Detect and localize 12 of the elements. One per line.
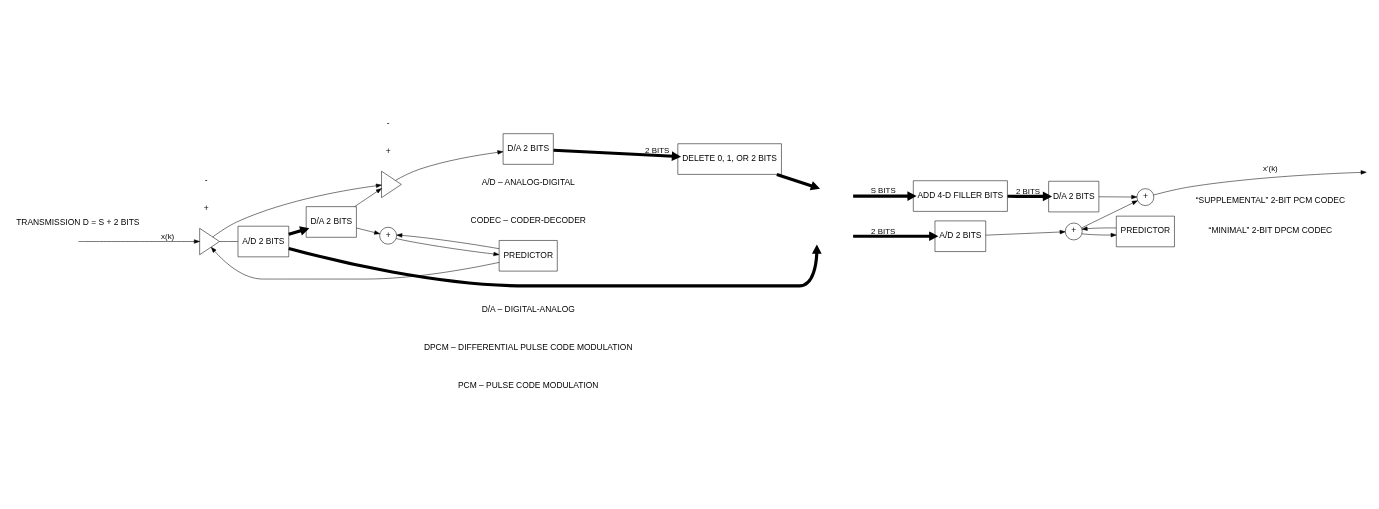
label: “SUPPLEMENTAL” 2-BIT PCM CODEC xyxy=(1195,194,1346,205)
label: TRANSMISSION D = S + 2 BITS xyxy=(16,216,140,226)
label: DPCM – DIFFERENTIAL PULSE CODE MODULATION xyxy=(423,341,633,352)
label: + xyxy=(203,202,209,213)
label: “MINIMAL” 2-BIT DPCM CODEC xyxy=(1208,224,1333,235)
label: + xyxy=(385,145,391,156)
label: CODEC – CODER-DECODER xyxy=(470,214,586,225)
label: PCM – PULSE CODE MODULATION xyxy=(457,379,599,390)
label: - xyxy=(204,174,208,185)
label: - xyxy=(386,117,390,128)
label: D/A – DIGITAL-ANALOG xyxy=(481,303,575,314)
label: A/D – ANALOG-DIGITAL xyxy=(481,176,575,187)
